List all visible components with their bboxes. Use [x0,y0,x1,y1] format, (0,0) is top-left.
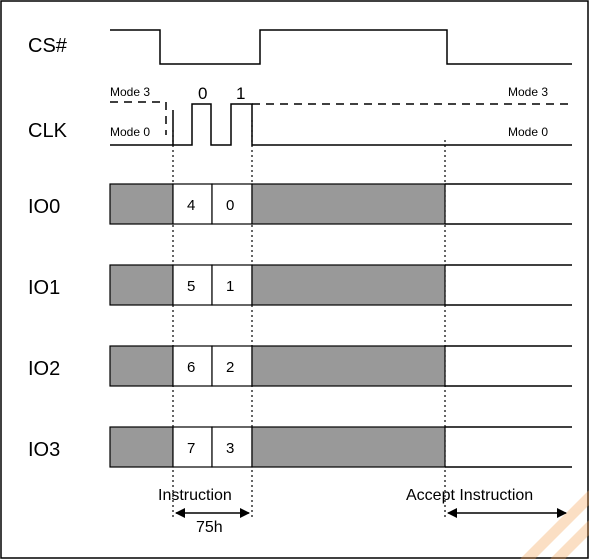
io0-bit-b: 0 [226,197,234,214]
io2-cell-bit-a [172,345,213,387]
instruction-label: Instruction [158,487,232,504]
io3-bit-a: 7 [187,440,195,457]
io2-bit-a: 6 [187,359,195,376]
accept-instruction-label: Accept Instruction [406,487,533,504]
opcode-label: 75h [196,519,223,536]
io0-bit-a: 4 [187,197,195,214]
io3-bit-b: 3 [226,440,234,457]
io3-shade-left [109,426,174,468]
io1-cell-bit-b [211,264,253,306]
clk-waveform [110,103,572,146]
io1-bit-b: 1 [226,278,234,295]
io1-shade-right [251,264,446,306]
clk-mode3-dashed-left [110,101,167,135]
io2-shade-right [251,345,446,387]
io2-shade-left [109,345,174,387]
io3-label: IO3 [28,439,60,461]
io2-label: IO2 [28,358,60,380]
io0-cell-bit-a [172,183,213,225]
io2-bit-b: 2 [226,359,234,376]
clk-mode0-left: Mode 0 [110,125,150,139]
clk-cycle-0: 0 [198,84,207,103]
clk-label: CLK [28,120,68,142]
io1-label: IO1 [28,277,60,299]
cs-label: CS# [28,35,68,57]
clk-mode3-right: Mode 3 [508,85,548,99]
clk-mode0-right: Mode 0 [508,125,548,139]
io0-shade-left [109,183,174,225]
watermark-stripes [520,490,589,559]
cs-waveform [110,29,572,65]
clk-mode3-left: Mode 3 [110,85,150,99]
clk-cycle-1: 1 [236,84,245,103]
io3-shade-right [251,426,446,468]
io0-shade-right [251,183,446,225]
io0-label: IO0 [28,196,60,218]
io1-shade-left [109,264,174,306]
io1-bit-a: 5 [187,278,195,295]
io3-cell-bit-b [211,426,253,468]
io0-cell-bit-b [211,183,253,225]
